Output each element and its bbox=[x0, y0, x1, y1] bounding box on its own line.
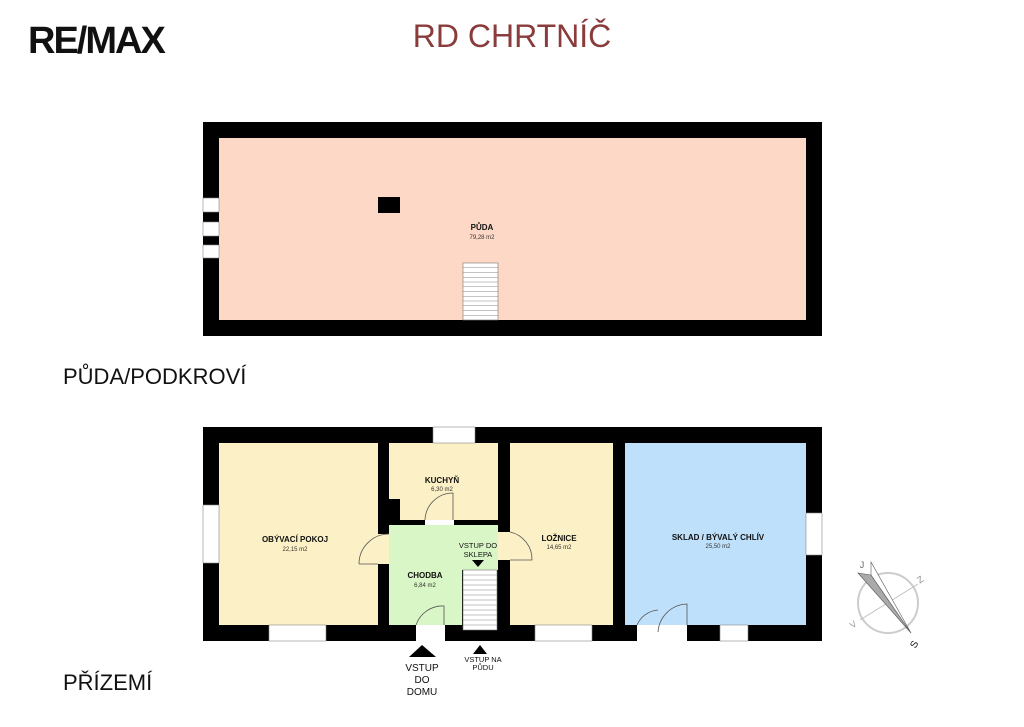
room-area: 79,28 m2 bbox=[469, 235, 495, 241]
cellar-entry-label: SKLEPA bbox=[464, 550, 493, 559]
svg-text:Z: Z bbox=[915, 574, 926, 586]
main-entry-label: DOMU bbox=[407, 687, 438, 698]
svg-text:J: J bbox=[860, 560, 865, 570]
main-entrance-opening bbox=[416, 625, 445, 641]
window bbox=[432, 426, 476, 444]
ground-plan: OBÝVACÍ POKOJ 22,15 m2 KUCHYŇ 6,30 m2 CH… bbox=[202, 426, 823, 698]
attic-plan: PŮDA 79,28 m2 bbox=[202, 122, 822, 336]
room-sklad bbox=[625, 443, 806, 625]
room-area: 22,15 m2 bbox=[282, 547, 308, 553]
room-name: PŮDA bbox=[471, 222, 494, 232]
attic-stairs bbox=[462, 262, 499, 321]
arrow-down-icon bbox=[472, 560, 484, 567]
ground-floor-label: PŘÍZEMÍ bbox=[63, 670, 153, 695]
window bbox=[534, 624, 593, 642]
room-puda bbox=[219, 138, 806, 320]
room-name: KUCHYŇ bbox=[425, 476, 459, 485]
svg-text:V: V bbox=[848, 619, 859, 631]
window bbox=[268, 624, 327, 642]
remax-logo: RE/MAX bbox=[28, 20, 166, 62]
attic-entry-label: PŮDU bbox=[472, 663, 493, 672]
room-kuchyn bbox=[389, 443, 498, 499]
window bbox=[719, 624, 749, 642]
window bbox=[202, 197, 220, 259]
svg-text:S: S bbox=[908, 639, 921, 651]
room-name: CHODBA bbox=[407, 571, 442, 580]
cellar-entry-label: VSTUP DO bbox=[459, 541, 497, 550]
room-name: LOŽNICE bbox=[541, 534, 577, 543]
ground-stairs bbox=[462, 569, 498, 631]
room-name: SKLAD / BÝVALÝ CHLÍV bbox=[672, 533, 765, 542]
arrow-up-icon bbox=[409, 645, 436, 657]
page-title: RD CHRTNÍČ bbox=[412, 18, 612, 54]
attic-entry-label: VSTUP NA bbox=[464, 655, 501, 664]
compass-rose-icon: J Z S V bbox=[848, 560, 926, 650]
room-area: 14,65 m2 bbox=[546, 545, 572, 551]
window bbox=[805, 512, 823, 556]
room-name: OBÝVACÍ POKOJ bbox=[262, 535, 328, 544]
room-obyvaci-pokoj bbox=[219, 443, 378, 625]
room-loznice bbox=[510, 443, 613, 625]
main-entry-label: DO bbox=[415, 675, 430, 686]
arrow-up-icon bbox=[473, 645, 487, 654]
main-entry-label: VSTUP bbox=[405, 663, 439, 674]
room-area: 25,50 m2 bbox=[705, 544, 731, 550]
room-area: 6,84 m2 bbox=[414, 583, 436, 589]
attic-floor-label: PŮDA/PODKROVÍ bbox=[63, 364, 247, 389]
chimney bbox=[378, 197, 400, 213]
window bbox=[202, 504, 220, 564]
room-area: 6,30 m2 bbox=[431, 487, 453, 493]
